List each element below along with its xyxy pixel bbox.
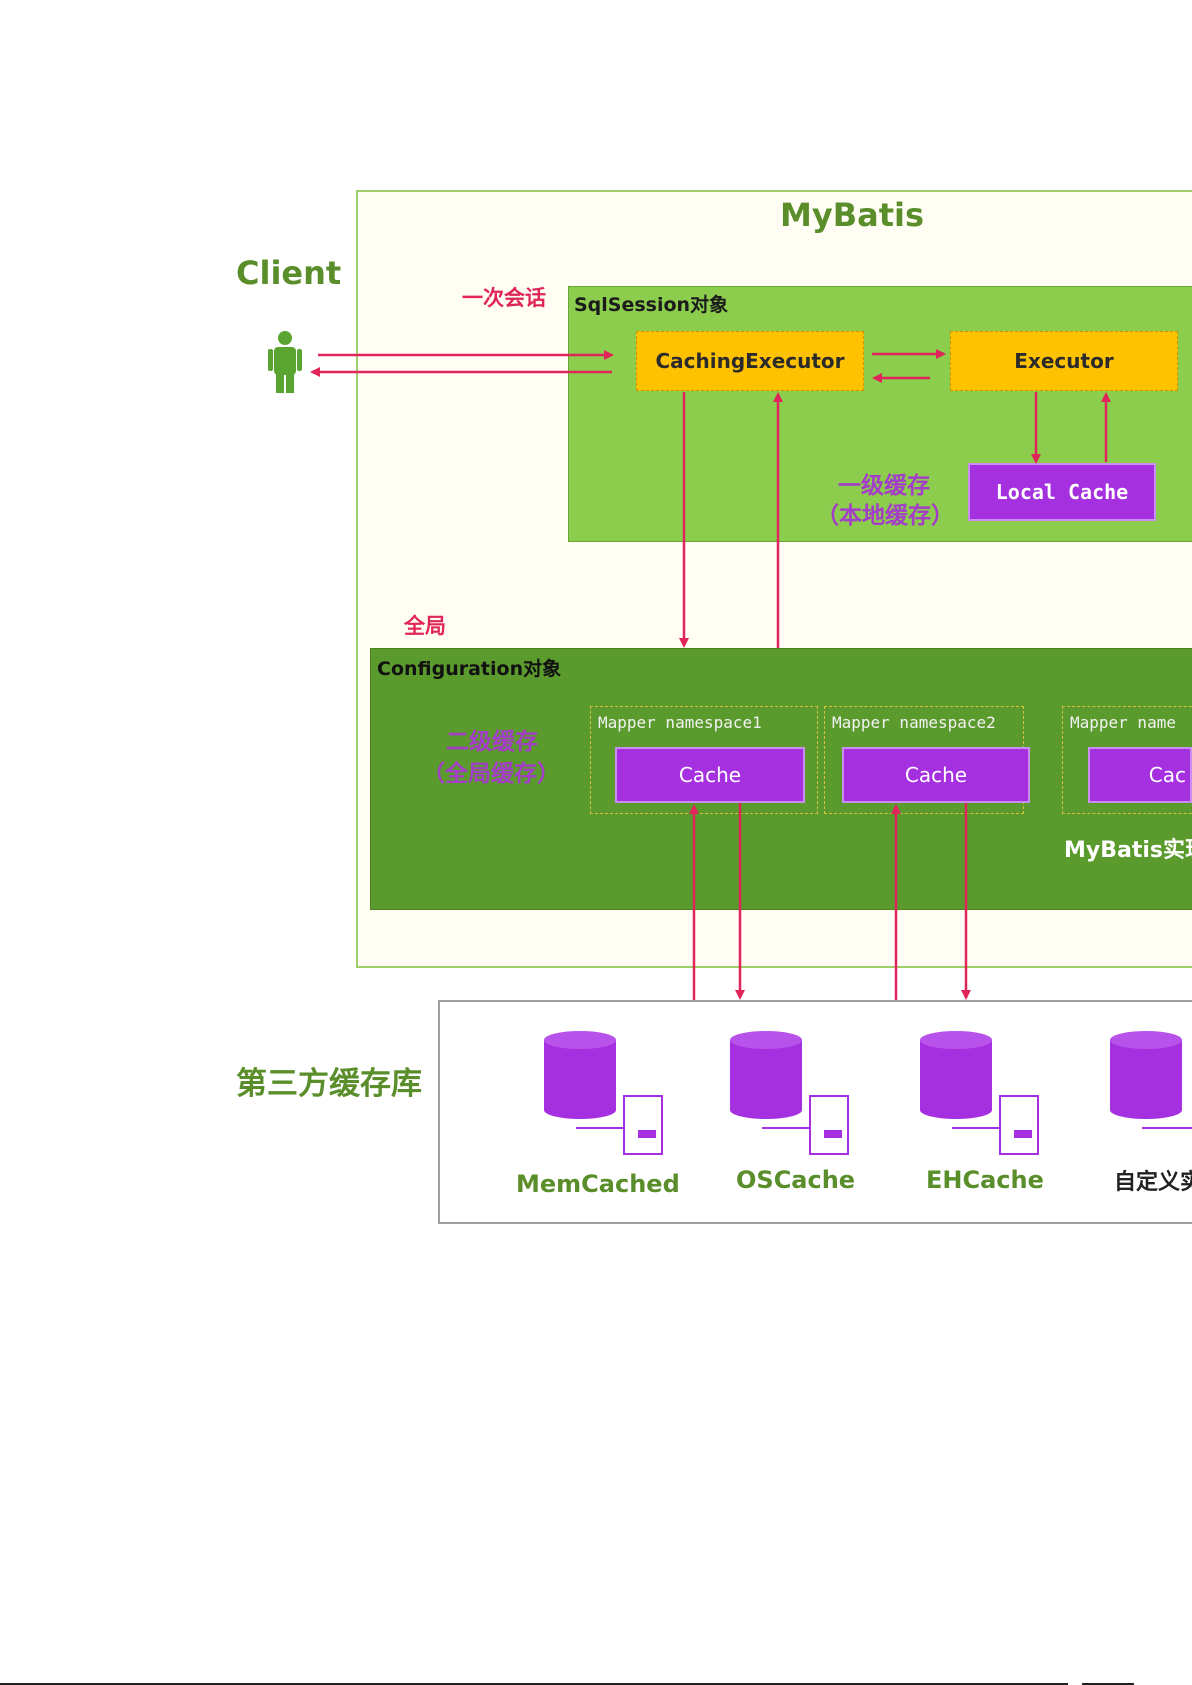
caching-executor-box: CachingExecutor — [636, 331, 864, 391]
user-icon — [268, 331, 302, 393]
database-icon — [920, 1031, 1039, 1155]
mapper-namespace-3 — [1062, 706, 1192, 814]
bottom-rule — [0, 1683, 1068, 1685]
mapper-namespace-2-label: Mapper namespace2 — [832, 713, 996, 732]
local-cache-box: Local Cache — [968, 463, 1156, 521]
mybatis-impl-label: MyBatis实现 — [1064, 838, 1192, 863]
namespace-2-cache: Cache — [842, 747, 1030, 803]
db-oscache-label: OSCache — [736, 1166, 856, 1194]
mapper-namespace-3-label: Mapper name — [1070, 713, 1176, 732]
database-icon — [544, 1031, 663, 1155]
db-ehcache-label: EHCache — [926, 1166, 1044, 1194]
namespace-2-cache-label: Cache — [904, 763, 968, 787]
namespace-1-cache-label: Cache — [678, 763, 742, 787]
database-icon — [730, 1031, 849, 1155]
sqlsession-title: SqlSession对象 — [574, 294, 729, 316]
client-label: Client — [236, 254, 342, 292]
caching-executor-label: CachingExecutor — [655, 349, 845, 373]
session-label: 一次会话 — [462, 286, 546, 310]
mapper-namespace-1 — [590, 706, 818, 814]
bottom-rule-short — [1082, 1683, 1134, 1685]
executor-label: Executor — [1014, 349, 1114, 373]
level2-cache-label: 二级缓存 — [446, 729, 538, 755]
db-custom-label: 自定义实 — [1114, 1170, 1192, 1195]
database-icon — [1110, 1031, 1192, 1129]
namespace-3-cache-label: Cac — [1148, 763, 1186, 787]
namespace-1-cache: Cache — [615, 747, 805, 803]
executor-box: Executor — [950, 331, 1178, 391]
local-cache-label: Local Cache — [995, 480, 1129, 504]
configuration-title: Configuration对象 — [377, 658, 562, 680]
mybatis-title: MyBatis — [780, 196, 924, 234]
level1-cache-sublabel: （本地缓存） — [816, 503, 954, 529]
level1-cache-label: 一级缓存 — [838, 473, 930, 499]
thirdparty-label: 第三方缓存库 — [236, 1066, 422, 1102]
global-label: 全局 — [404, 614, 446, 638]
namespace-3-cache: Cac — [1088, 747, 1192, 803]
db-memcached-label: MemCached — [516, 1170, 680, 1198]
mapper-namespace-1-label: Mapper namespace1 — [598, 713, 762, 732]
level2-cache-sublabel: （全局缓存） — [422, 761, 560, 787]
